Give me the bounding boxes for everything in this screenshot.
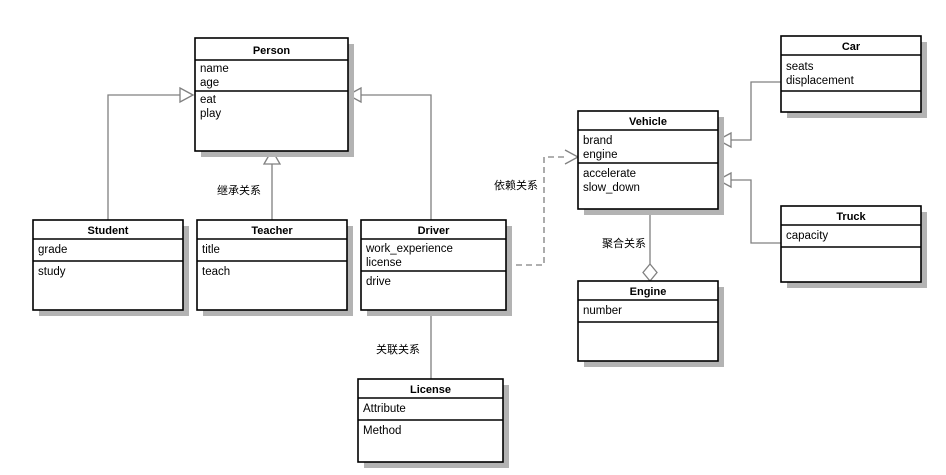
- class-attribute: license: [366, 257, 402, 269]
- class-attribute: engine: [583, 149, 618, 161]
- class-attribute: grade: [38, 244, 67, 256]
- class-attribute: age: [200, 77, 219, 89]
- class-method: study: [38, 266, 66, 278]
- class-title-engine: Engine: [630, 286, 667, 298]
- class-box-driver[interactable]: Driver work_experience license drive: [360, 219, 512, 316]
- class-title-person: Person: [253, 45, 291, 57]
- label-inheritance: 继承关系: [217, 183, 261, 197]
- class-attribute: seats: [786, 61, 814, 73]
- class-method: teach: [202, 266, 230, 278]
- class-method: slow_down: [583, 182, 640, 194]
- class-title-truck: Truck: [836, 211, 866, 223]
- class-box-vehicle[interactable]: Vehicle brand engine accelerate slow_dow…: [577, 110, 724, 215]
- class-attribute: brand: [583, 135, 612, 147]
- class-attribute: name: [200, 63, 229, 75]
- class-attribute: title: [202, 244, 220, 256]
- connector-driver-person: [346, 86, 432, 220]
- connector-student-person: [107, 86, 195, 220]
- class-attribute: displacement: [786, 75, 855, 87]
- class-attribute: work_experience: [365, 243, 453, 255]
- class-title-vehicle: Vehicle: [629, 116, 667, 128]
- class-box-truck[interactable]: Truck capacity: [780, 205, 927, 288]
- class-method: eat: [200, 94, 217, 106]
- connector-teacher-person: [262, 148, 282, 220]
- class-method: accelerate: [583, 168, 636, 180]
- connector-driver-vehicle-dependency: [506, 149, 580, 266]
- class-title-car: Car: [842, 41, 861, 53]
- class-box-license[interactable]: License Attribute Method: [357, 378, 509, 468]
- class-title-license: License: [410, 384, 451, 396]
- class-box-person[interactable]: Person name age eat play: [194, 37, 354, 157]
- label-aggregation: 聚合关系: [602, 236, 646, 250]
- class-title-driver: Driver: [418, 225, 451, 237]
- class-title-student: Student: [88, 225, 129, 237]
- connector-car-vehicle: [716, 81, 781, 149]
- label-dependency: 依赖关系: [494, 178, 538, 192]
- class-box-car[interactable]: Car seats displacement: [780, 35, 927, 118]
- class-box-student[interactable]: Student grade study: [32, 219, 189, 316]
- class-attribute: number: [583, 305, 622, 317]
- class-box-teacher[interactable]: Teacher title teach: [196, 219, 353, 316]
- class-method: play: [200, 108, 221, 120]
- class-method: Method: [363, 425, 401, 437]
- connector-truck-vehicle: [716, 171, 781, 244]
- label-association: 关联关系: [376, 342, 420, 356]
- class-attribute: capacity: [786, 230, 828, 242]
- class-box-engine[interactable]: Engine number: [577, 280, 724, 367]
- class-method: drive: [366, 276, 391, 288]
- class-title-teacher: Teacher: [251, 225, 293, 237]
- class-attribute: Attribute: [363, 403, 406, 415]
